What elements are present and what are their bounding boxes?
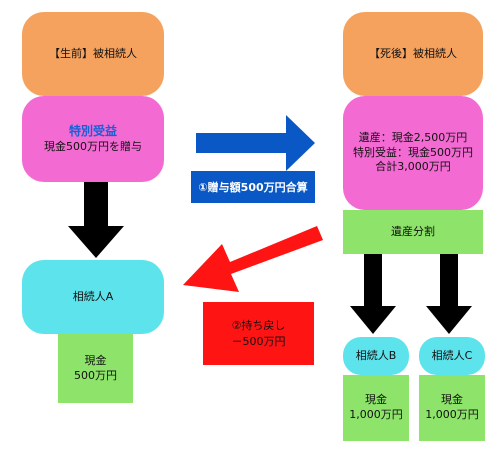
arrow-left-return: [183, 226, 323, 292]
estate-line3: 合計3,000万円: [375, 160, 451, 174]
add-gift-label: ①贈与額500万円合算: [191, 171, 315, 203]
heir-b-cash-line2: 1,000万円: [349, 408, 403, 421]
estate-division-label: 遺産分割: [391, 224, 435, 238]
before-decedent-label: 【生前】被相続人: [49, 46, 137, 60]
estate-line2: 特別受益：現金500万円: [353, 145, 473, 159]
special-benefit-box: 特別受益 現金500万円を贈与: [22, 96, 164, 182]
heir-b-label: 相続人B: [355, 348, 397, 362]
heir-c-cash-line1: 現金: [441, 393, 463, 407]
heir-c-box: 相続人C: [419, 337, 485, 375]
arrow-down-c: [426, 254, 472, 334]
heir-a-cash-line2: 500万円: [74, 368, 117, 382]
after-decedent-box: 【死後】被相続人: [343, 12, 483, 96]
estate-division-box: 遺産分割: [343, 210, 483, 254]
heir-c-cash-line2: 1,000万円: [425, 408, 479, 421]
estate-total-box: 遺産：現金2,500万円 特別受益：現金500万円 合計3,000万円: [343, 96, 483, 210]
heir-b-cash-box: 現金 1,000万円: [343, 375, 409, 441]
heir-b-box: 相続人B: [343, 337, 409, 375]
return-gift-label: ②持ち戻し －500万円: [203, 302, 314, 365]
heir-c-cash-box: 現金 1,000万円: [419, 375, 485, 441]
heir-c-label: 相続人C: [431, 348, 473, 362]
heir-b-cash-line1: 現金: [365, 393, 387, 407]
arrow-right-add: [196, 115, 315, 171]
return-gift-line2: －500万円: [231, 334, 286, 348]
arrow-down-left: [68, 180, 124, 258]
heir-a-box: 相続人A: [22, 260, 164, 334]
after-decedent-label: 【死後】被相続人: [369, 46, 457, 60]
arrow-down-b: [350, 254, 396, 334]
heir-a-label: 相続人A: [72, 289, 114, 303]
heir-a-cash-box: 現金 500万円: [58, 334, 133, 403]
special-benefit-title: 特別受益: [68, 124, 117, 139]
before-decedent-box: 【生前】被相続人: [22, 12, 164, 96]
special-benefit-text: 現金500万円を贈与: [44, 139, 142, 153]
return-gift-line1: ②持ち戻し: [231, 318, 286, 332]
estate-line1: 遺産：現金2,500万円: [358, 130, 468, 144]
add-gift-text: ①贈与額500万円合算: [198, 181, 308, 194]
heir-a-cash-line1: 現金: [84, 353, 107, 367]
